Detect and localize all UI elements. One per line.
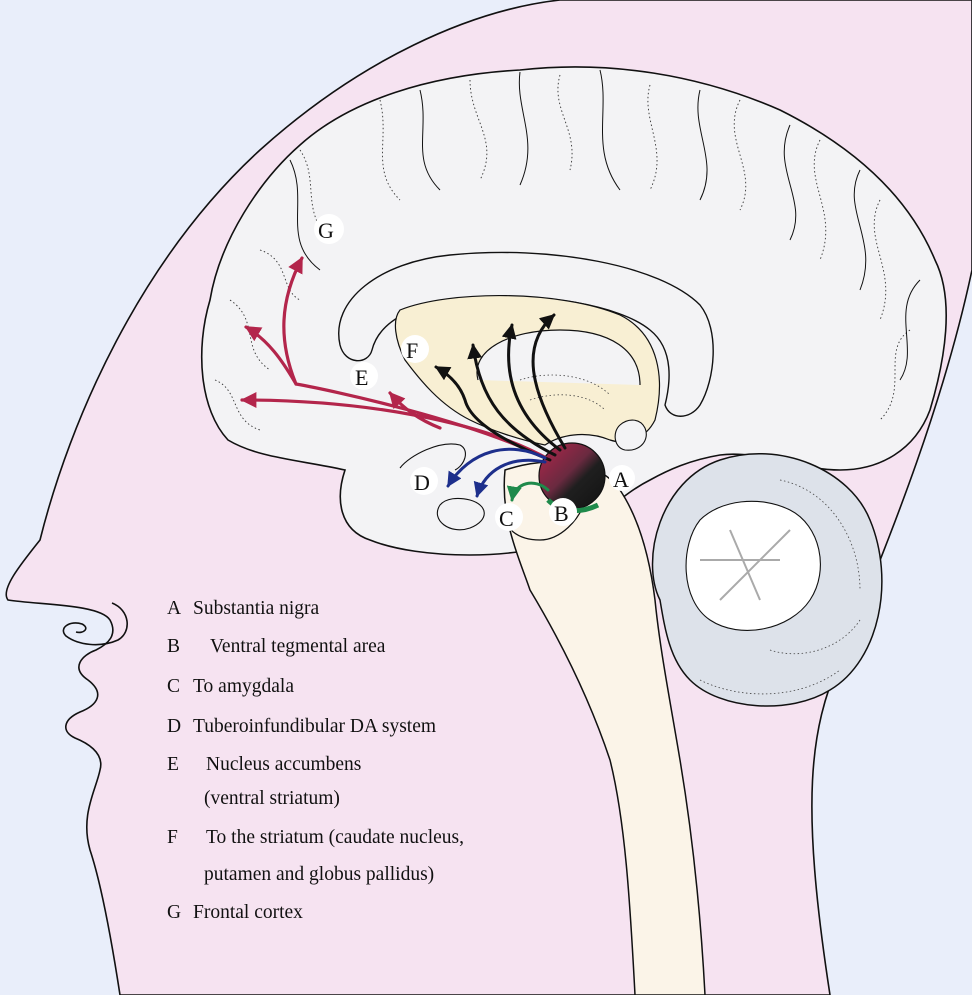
legend-text-e-cont: (ventral striatum)	[204, 788, 340, 809]
legend-text-c: To amygdala	[193, 676, 294, 697]
legend-letter-a: A	[167, 598, 181, 619]
label-a: A	[613, 467, 629, 492]
legend-letter-c: C	[167, 676, 180, 697]
label-f: F	[406, 338, 418, 363]
legend-text-e: Nucleus accumbens	[206, 754, 361, 775]
cerebellum	[653, 454, 882, 706]
legend-letter-g: G	[167, 902, 181, 923]
legend-text-b: Ventral tegmental area	[210, 636, 386, 657]
legend-letter-d: D	[167, 716, 181, 737]
label-e: E	[355, 365, 368, 390]
label-g: G	[318, 218, 334, 243]
legend-letter-e: E	[167, 754, 179, 775]
legend-text-a: Substantia nigra	[193, 598, 320, 619]
label-d: D	[414, 470, 430, 495]
legend-text-g: Frontal cortex	[193, 902, 303, 923]
label-b: B	[554, 501, 569, 526]
aqueduct	[615, 420, 646, 450]
legend-letter-f: F	[167, 827, 178, 848]
label-c: C	[499, 506, 514, 531]
legend-text-f-cont: putamen and globus pallidus)	[204, 864, 434, 885]
legend-letter-b: B	[167, 636, 180, 657]
legend-text-d: Tuberoinfundibular DA system	[193, 716, 436, 737]
legend-text-f: To the striatum (caudate nucleus,	[206, 827, 464, 848]
